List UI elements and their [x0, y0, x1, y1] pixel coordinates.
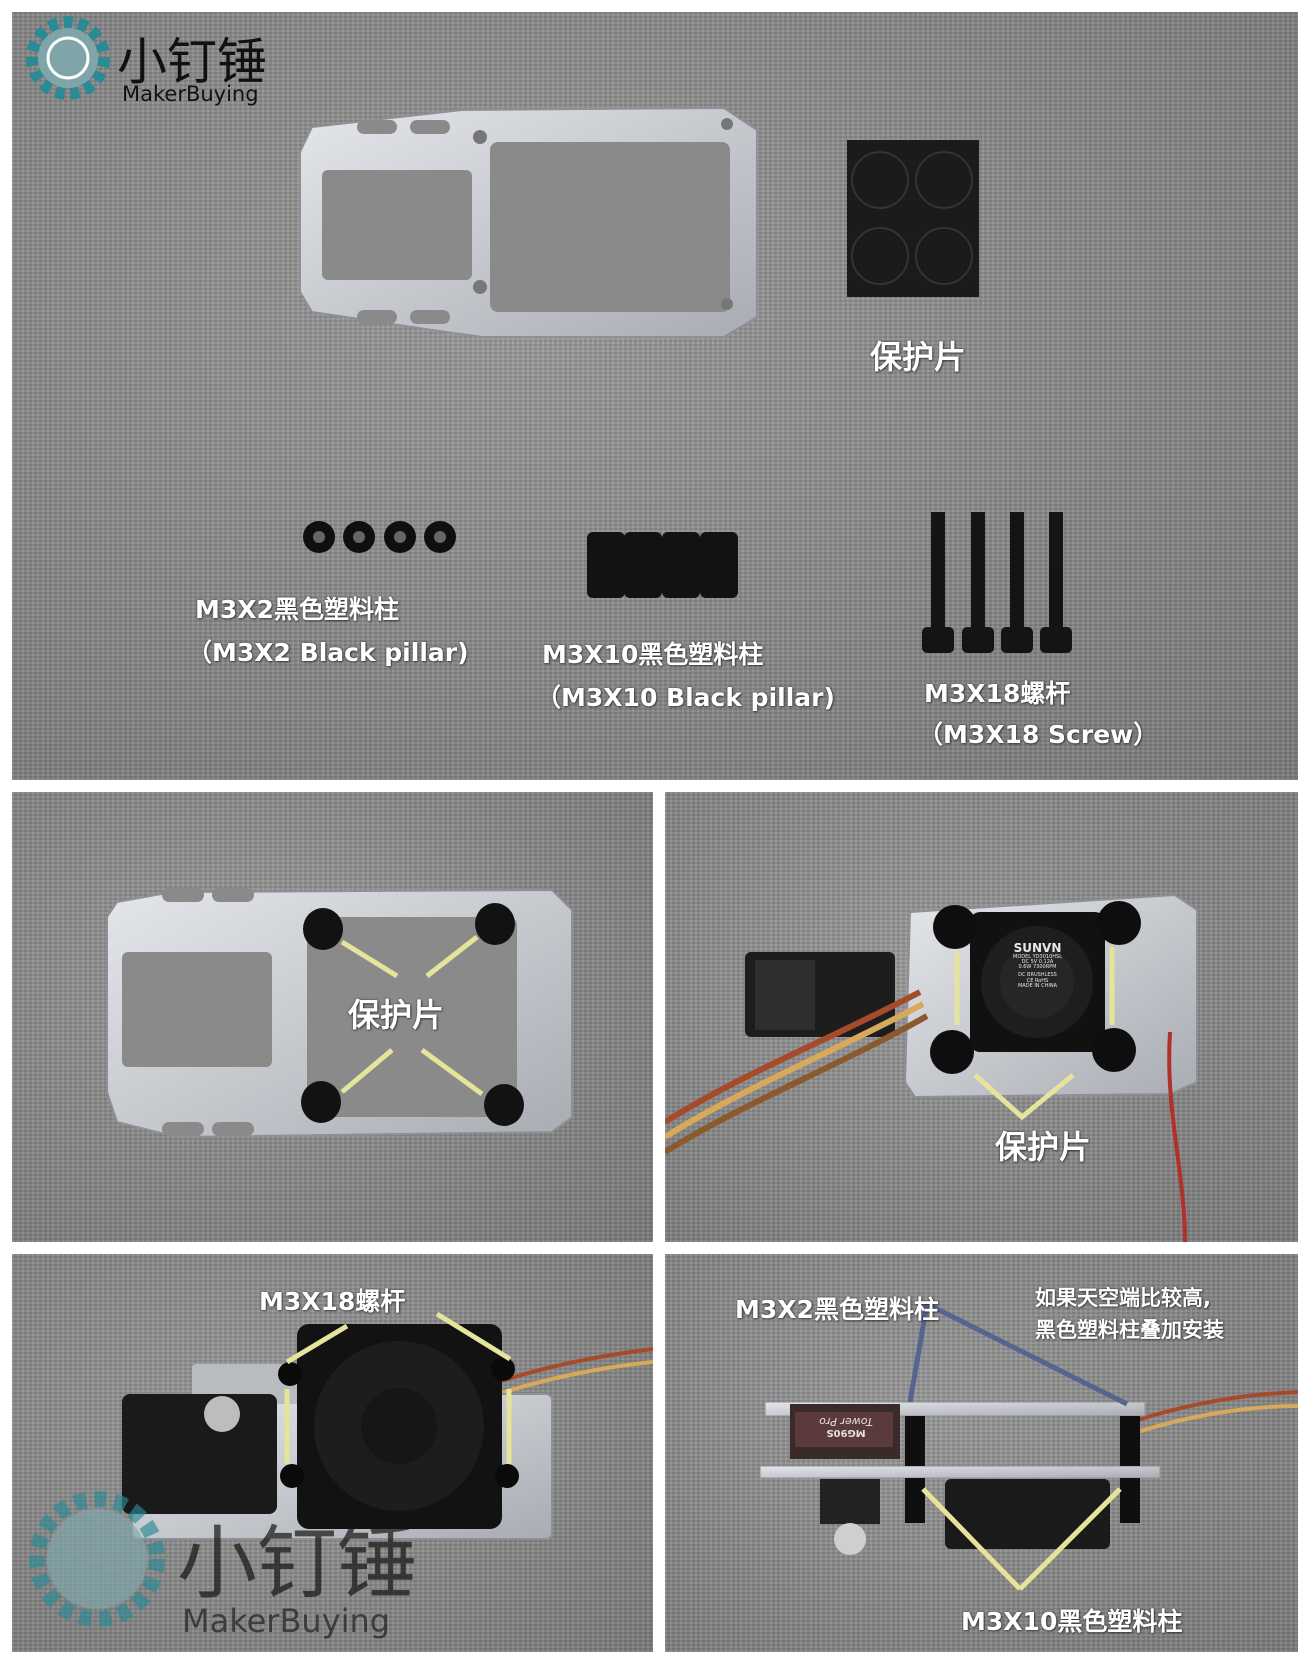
side-assembly-drawing [759, 1301, 1298, 1591]
protective-pads [930, 901, 1141, 1074]
fan-origin: MADE IN CHINA [1017, 982, 1058, 989]
protective-pad-label: 保护片 [348, 996, 445, 1034]
cooling-fan [297, 1324, 502, 1529]
fan-mounted-photo: SUNVN MODEL YD3010HSL DC 5V 0.12A 0.6W 7… [665, 792, 1298, 1242]
fan-screws-drawing [29, 1311, 653, 1627]
stacking-note-line1: 如果天空端比较高, [1035, 1286, 1211, 1310]
fan-spec: DC 5V 0.12A [1021, 958, 1054, 965]
black-pillars [905, 1416, 1140, 1523]
m3x10-label-cn: M3X10黑色塑料柱 [542, 640, 764, 669]
servo-model: MG90S [826, 1427, 866, 1439]
fan-rpm: 0.6W 7300RPM [1018, 964, 1057, 971]
fan-cert: CE RoHS [1026, 977, 1049, 984]
brand-name-cn: 小钉锤 [117, 33, 267, 91]
servo-motor [745, 952, 895, 1037]
parts-overview-photo: 小钉锤 MakerBuying 保护片 M3X2黑色塑料柱 （M3X2 Blac… [12, 12, 1298, 780]
m3x10-pillar-label: M3X10黑色塑料柱 [961, 1607, 1183, 1636]
m3x2-pillars [303, 521, 456, 553]
callout-lines-blue [907, 1301, 1129, 1407]
fan-brand: SUNVN [1013, 941, 1062, 955]
bracket-with-pads-drawing [106, 888, 573, 1139]
aluminum-bracket [299, 106, 758, 338]
m3x10-pillars [587, 532, 738, 598]
m3x18-screws [922, 512, 1072, 653]
side-assembly-photo: MG90S Tower Pro M3X2黑色塑料柱 如果天空端比较高, 黑色塑料… [665, 1254, 1298, 1652]
fan-mounted-drawing [665, 893, 1198, 1242]
servo-cable [491, 1347, 653, 1398]
fan-label-area: SUNVN MODEL YD3010HSL DC 5V 0.12A 0.6W 7… [990, 942, 1085, 989]
m3x2-label-cn: M3X2黑色塑料柱 [195, 595, 399, 624]
brand-name-en: MakerBuying [122, 82, 259, 106]
watermark-brand-cn: 小钉锤 [177, 1517, 417, 1610]
m3x2-pillar-label: M3X2黑色塑料柱 [735, 1295, 939, 1324]
bracket-with-pads-photo: 保护片 [12, 792, 653, 1242]
servo-label: MG90S Tower Pro [797, 1415, 895, 1438]
m3x18-label-en: （M3X18 Screw） [918, 720, 1159, 749]
protective-pad-label: 保护片 [995, 1128, 1092, 1166]
fan-screws-photo: M3X18螺杆 小钉锤 MakerBuying [12, 1254, 653, 1652]
m3x18-label-cn: M3X18螺杆 [924, 679, 1071, 708]
watermark-brand-en: MakerBuying [182, 1602, 391, 1640]
screw-label: M3X18螺杆 [259, 1287, 406, 1316]
callout-lines [284, 1311, 512, 1464]
cooling-fan [945, 1479, 1110, 1549]
watermark-logo-gear [29, 1491, 165, 1627]
servo-brand: Tower Pro [819, 1415, 873, 1429]
callout-lines [954, 947, 1115, 1121]
servo-motor [122, 1394, 277, 1514]
servo-motor [790, 1404, 900, 1555]
fan-type: DC BRUSHLESS [1018, 972, 1057, 979]
cooling-fan [970, 912, 1105, 1052]
protective-pad-label: 保护片 [870, 338, 967, 376]
fan-model: MODEL YD3010HSL [1013, 953, 1062, 960]
servo-cable [1124, 1390, 1298, 1438]
brand-logo-gear [26, 16, 110, 100]
m3x10-label-en: （M3X10 Black pillar) [536, 683, 835, 712]
protective-pads [301, 903, 524, 1126]
screw-heads [278, 1357, 519, 1488]
callout-lines-yellow [921, 1487, 1122, 1591]
stacking-note-line2: 黑色塑料柱叠加安装 [1035, 1318, 1224, 1342]
callout-lines [340, 935, 484, 1097]
m3x2-label-en: （M3X2 Black pillar) [187, 638, 469, 667]
servo-cable [665, 989, 1187, 1242]
parts-overview-drawing [26, 16, 1072, 653]
protective-pad [847, 140, 979, 297]
